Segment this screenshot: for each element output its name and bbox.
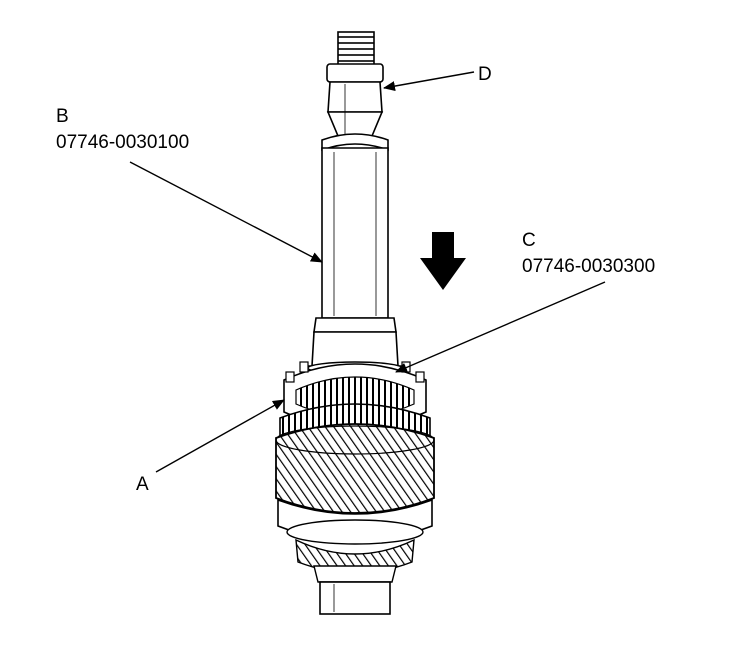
leader-line-a [155, 399, 285, 473]
leader-line-b [129, 161, 323, 263]
callout-d-letter: D [478, 64, 492, 85]
collet-d [326, 63, 384, 137]
installer-tool-b [311, 133, 399, 367]
mainshaft [313, 565, 397, 615]
leader-line-d [383, 71, 475, 91]
callout-a-letter: A [136, 474, 149, 495]
callout-c-part-number: 07746-0030300 [522, 256, 655, 277]
hub-sleeve [277, 498, 433, 574]
helical-gear [275, 423, 435, 514]
callout-b-part-number: 07746-0030100 [56, 132, 189, 153]
leader-line-c [395, 281, 606, 373]
callout-b-letter: B [56, 106, 69, 127]
down-arrow-icon [420, 232, 466, 290]
callout-c-letter: C [522, 230, 536, 251]
